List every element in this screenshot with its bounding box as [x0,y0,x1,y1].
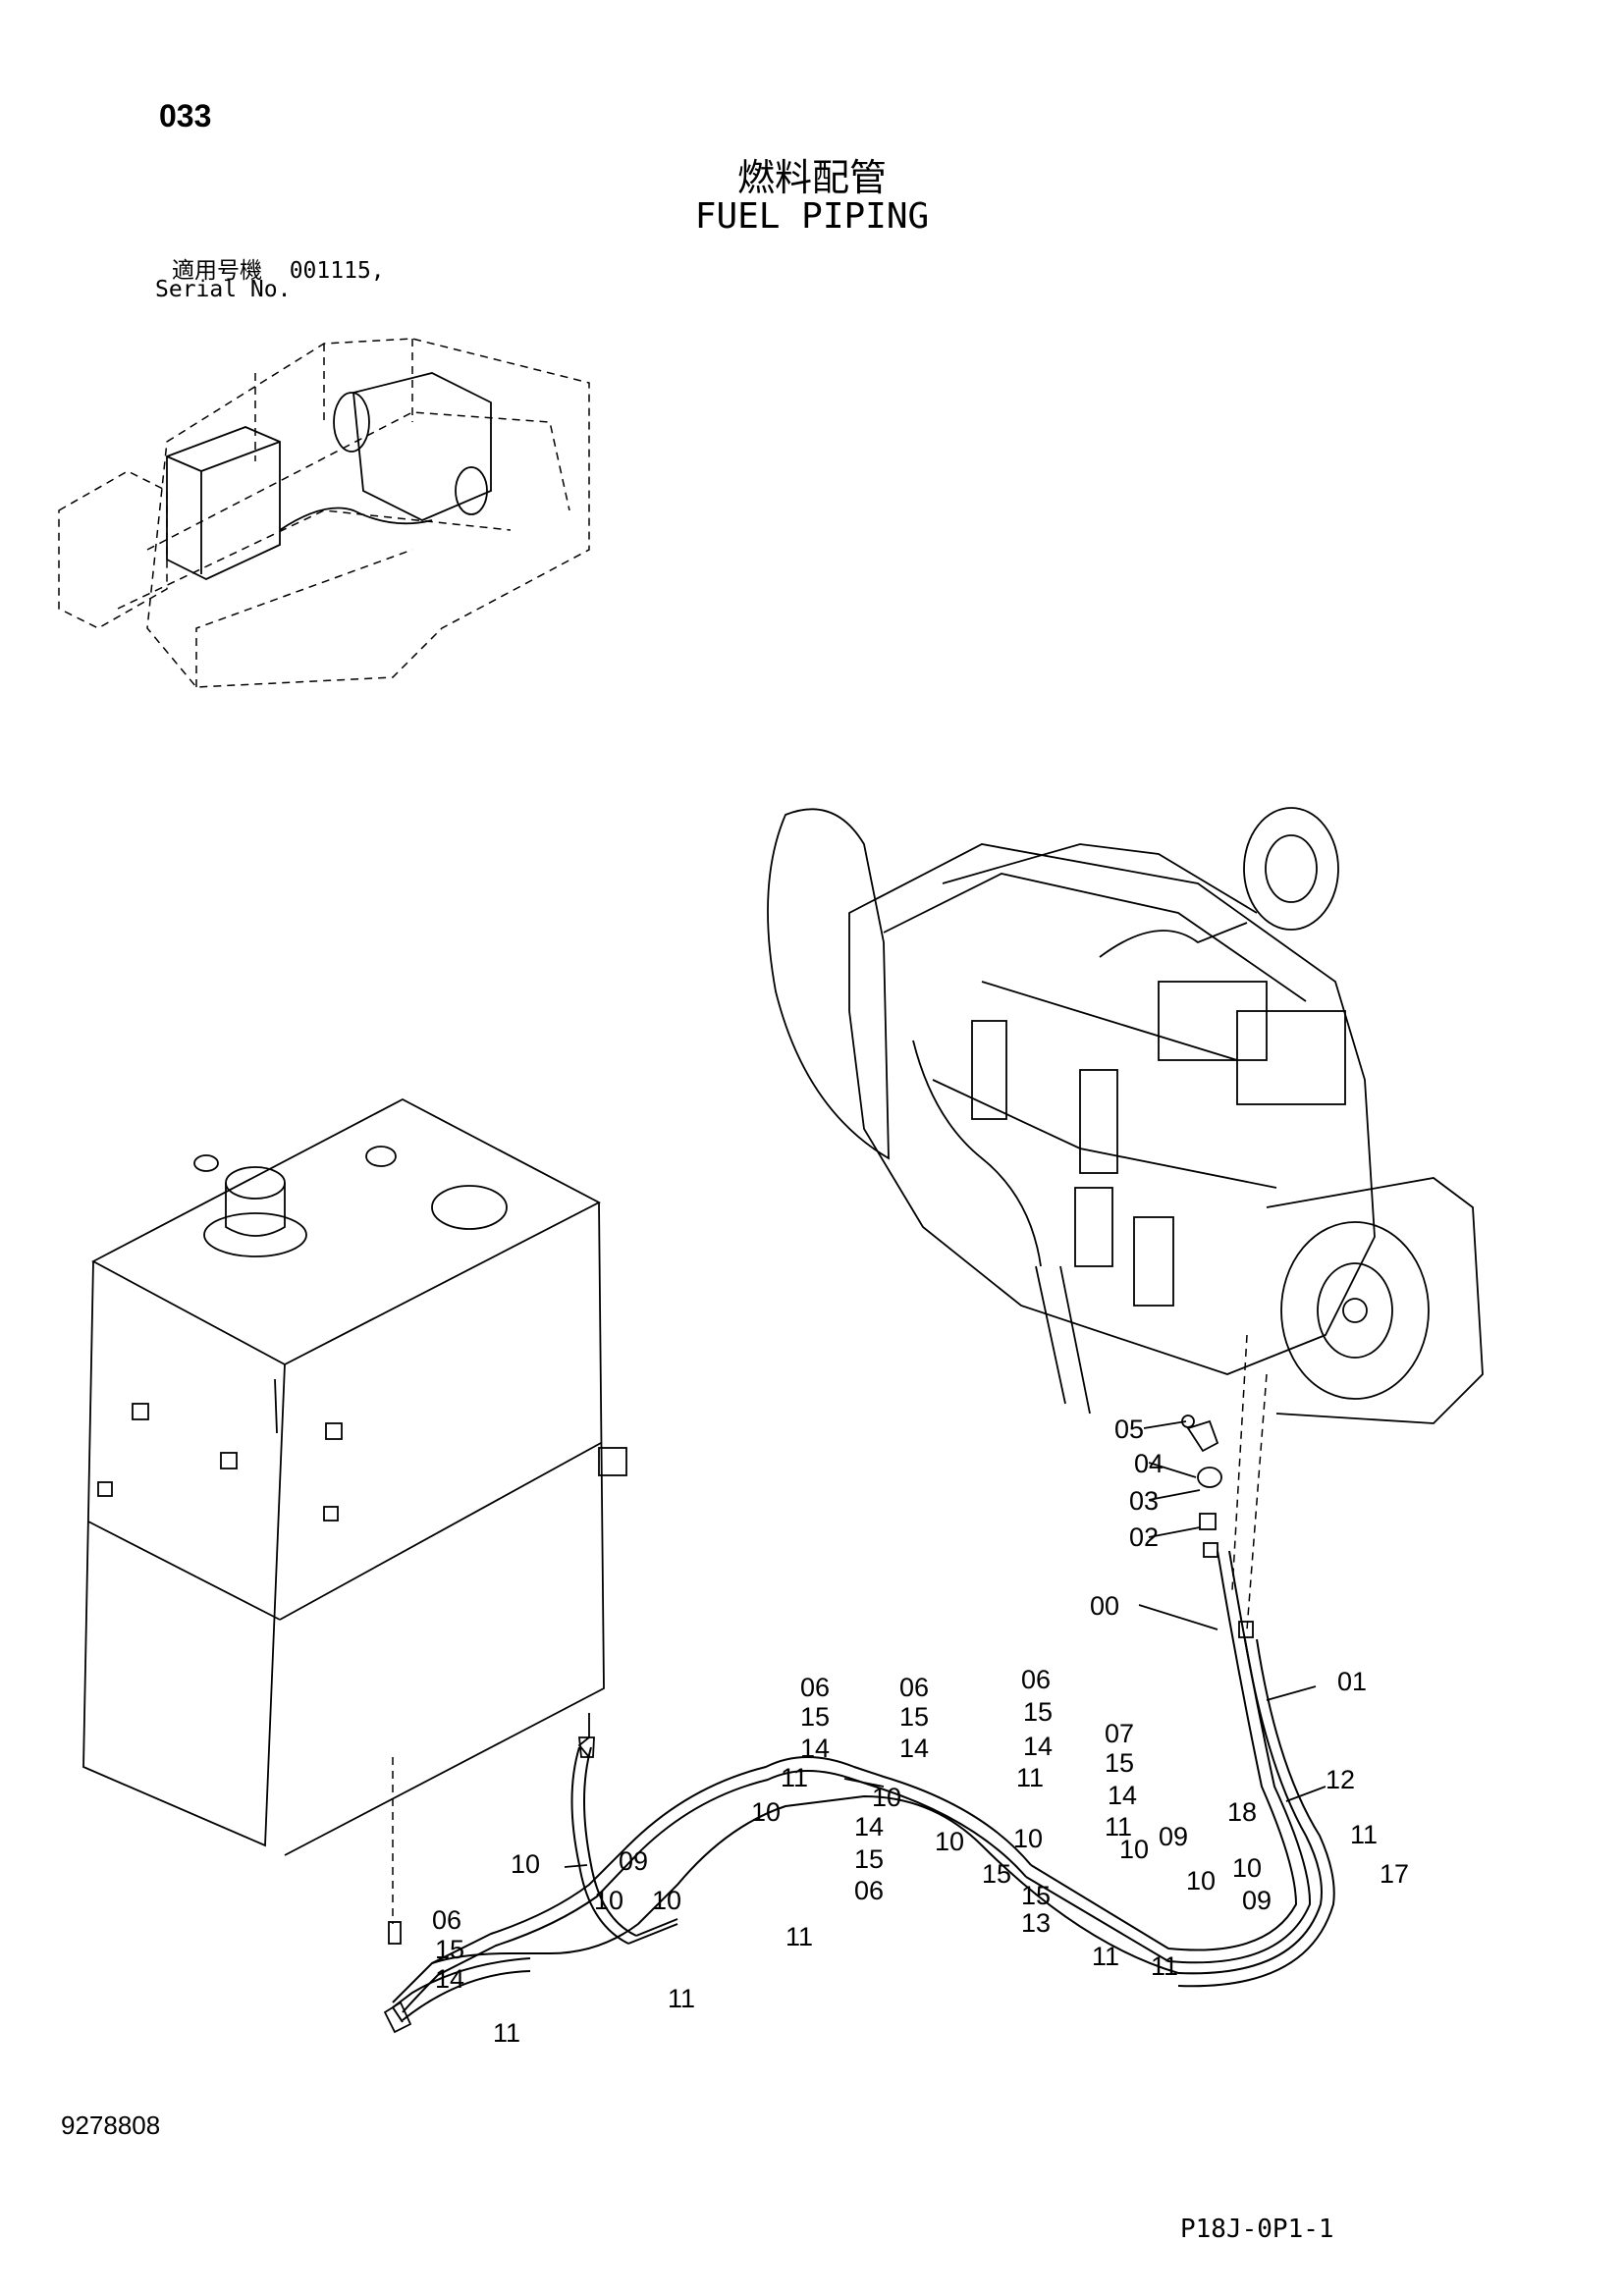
callout-10-mid-right: 10 [1186,1866,1216,1896]
callout-15-left: 15 [435,1935,464,1964]
title-japanese: 燃料配管 [736,156,887,199]
serial-value: 001115, [289,258,385,284]
serial-label-jp: 適用号機 [172,258,262,284]
callout-11-bottom-right: 11 [1151,1951,1178,1981]
callout-15-col4-c: 15 [1021,1881,1051,1910]
callout-10-col2: 10 [872,1783,901,1812]
callout-10-mid-b: 10 [1119,1835,1149,1864]
document-number: 9278808 [61,2110,161,2140]
callout-11-col1-b: 11 [785,1922,813,1951]
callout-07: 07 [1105,1719,1134,1748]
callout-14-col1: 14 [800,1734,830,1763]
callout-09-left: 09 [619,1846,648,1876]
callout-11-col4: 11 [1105,1812,1132,1842]
callout-10-left-b: 10 [594,1886,623,1915]
title-english: FUEL PIPING [694,196,930,237]
serial-line: 適用号機 001115, [172,251,385,285]
callout-15-col4-a: 15 [1105,1748,1134,1778]
callout-01: 01 [1337,1667,1367,1696]
callout-11-right-upper: 11 [1350,1820,1378,1849]
callout-15-col3: 15 [1023,1697,1053,1727]
callout-18: 18 [1227,1797,1257,1827]
callout-10-col1: 10 [751,1797,781,1827]
callout-15-col2: 15 [899,1702,929,1732]
callout-09-right: 09 [1242,1886,1272,1915]
callout-10-left-c: 10 [652,1886,681,1915]
callout-11-col3: 11 [1016,1763,1044,1792]
callout-06-col2: 06 [899,1673,929,1702]
callout-10-right: 10 [1232,1853,1262,1883]
callout-02: 02 [1129,1522,1159,1552]
engine-assembly [767,807,1484,1424]
callout-14-col2: 14 [899,1734,929,1763]
leader-lines [564,1420,1326,1868]
callout-14-left: 14 [435,1964,464,1994]
callout-04: 04 [1134,1449,1164,1478]
callout-06-col3: 06 [1021,1665,1051,1694]
callout-10-col2-b: 10 [935,1827,964,1856]
callout-15-col4-b: 15 [982,1859,1011,1889]
callout-11-col1: 11 [781,1763,808,1792]
callout-15-col1: 15 [800,1702,830,1732]
callout-17: 17 [1380,1859,1409,1889]
callout-03: 03 [1129,1486,1159,1516]
callout-10-col4: 10 [1013,1824,1043,1853]
callout-11-bottom-mid: 11 [1092,1942,1119,1971]
callout-05: 05 [1114,1415,1144,1444]
callout-14-col3: 14 [1023,1732,1053,1761]
callout-10-left-a: 10 [511,1849,540,1879]
key-map-thumbnail [58,338,590,688]
callout-11-left-mid: 11 [668,1984,695,2013]
serial-label-en: Serial No. [155,277,292,302]
callout-00: 00 [1090,1591,1119,1621]
fuel-tank [82,1097,627,1856]
callout-labels: 05 04 03 02 00 01 12 18 11 17 10 09 10 0… [432,1415,1409,2048]
callout-06-col1: 06 [800,1673,830,1702]
callout-14-col4: 14 [1108,1781,1137,1810]
callout-06-col1-b: 06 [854,1876,884,1905]
callout-12: 12 [1326,1765,1355,1794]
fittings [383,1415,1254,2034]
callout-14-col1-b: 14 [854,1812,884,1842]
callout-15-col1-b: 15 [854,1844,884,1874]
hose-routing [392,1334,1335,2023]
callout-11-left: 11 [493,2018,520,2048]
callout-06-left: 06 [432,1905,461,1935]
callout-13: 13 [1021,1908,1051,1938]
reference-code: P18J-0P1-1 [1180,2215,1334,2244]
page-number: 033 [159,98,212,133]
callout-09-mid: 09 [1159,1822,1188,1851]
